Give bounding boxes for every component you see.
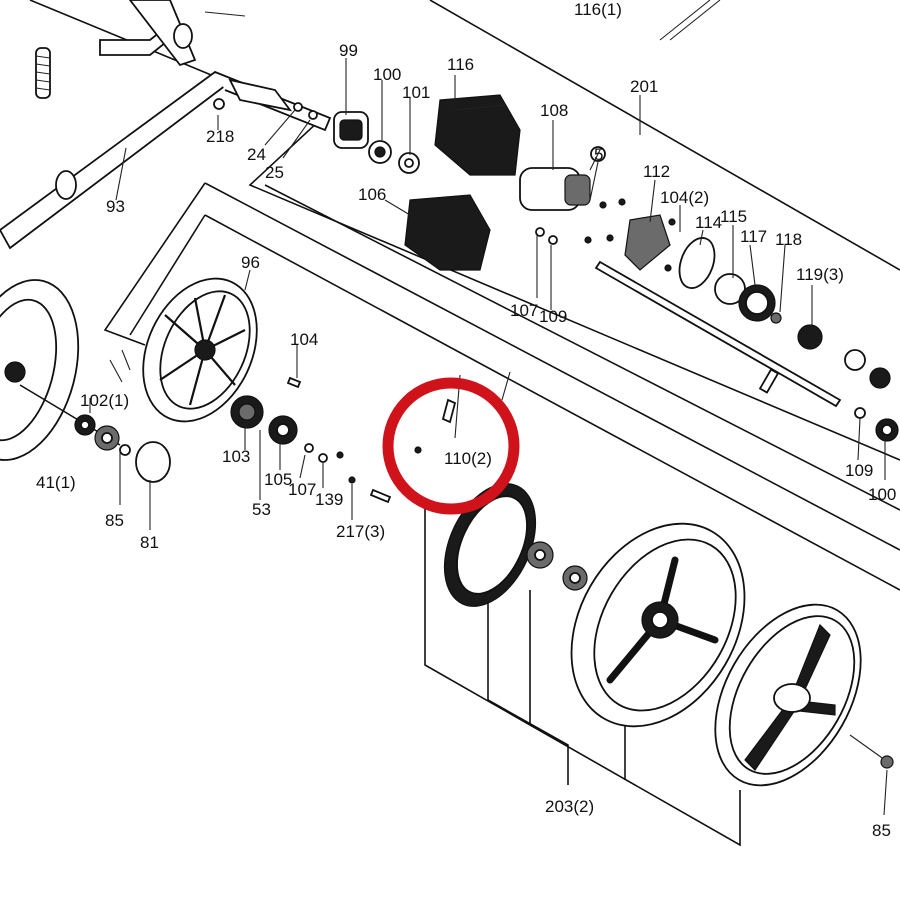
label-217-3: 217(3): [336, 522, 385, 541]
label-218: 218: [206, 127, 234, 146]
label-85-right: 85: [872, 821, 891, 840]
label-201: 201: [630, 77, 658, 96]
label-105: 105: [264, 470, 292, 489]
label-112: 112: [643, 162, 670, 181]
wheel-cover-96: [109, 277, 258, 423]
label-117: 117: [740, 227, 767, 246]
label-110-2: 110(2): [444, 449, 492, 468]
label-96: 96: [241, 253, 260, 272]
label-102-1: 102(1): [80, 391, 129, 410]
label-107-upper: 107: [510, 301, 538, 320]
label-108: 108: [540, 101, 568, 120]
leader-lines: [89, 58, 888, 816]
label-85-left: 85: [105, 511, 124, 530]
label-41-1: 41(1): [36, 473, 76, 492]
label-103: 103: [222, 447, 250, 466]
drive-gear-ring: [443, 483, 588, 607]
label-81: 81: [140, 533, 159, 552]
assembly-frame-lines: [29, 0, 900, 847]
label-107-lower: 107: [288, 480, 316, 499]
label-106: 106: [358, 185, 386, 204]
label-24: 24: [247, 145, 266, 164]
label-25: 25: [265, 163, 284, 182]
left-wheel: [0, 279, 121, 461]
handle-assembly: [0, 0, 721, 250]
hub-small-parts: [74, 414, 171, 483]
label-53: 53: [252, 500, 271, 519]
label-100: 100: [373, 65, 401, 84]
label-116: 116: [447, 55, 474, 74]
label-115: 115: [720, 207, 747, 226]
label-118: 118: [775, 230, 802, 249]
label-109-right: 109: [845, 461, 873, 480]
right-wheel-cover: [714, 603, 894, 787]
label-119-3: 119(3): [796, 265, 844, 284]
label-100-right: 100: [868, 485, 896, 504]
spring-part: [35, 47, 51, 99]
label-104: 104: [290, 330, 318, 349]
right-tire: [570, 522, 746, 728]
highlight-circle: [382, 377, 520, 515]
label-93: 93: [106, 197, 125, 216]
label-5: 5: [594, 145, 603, 164]
label-99: 99: [339, 41, 358, 60]
motor-parts: [333, 94, 899, 442]
label-139: 139: [315, 490, 343, 509]
label-104-2: 104(2): [660, 188, 709, 207]
label-116-1: 116(1): [574, 0, 622, 19]
label-101: 101: [402, 83, 430, 102]
label-114: 114: [695, 213, 722, 232]
part-labels: 116(1) 99 100 101 116 108 201 218 24 25 …: [36, 0, 896, 840]
label-203-2: 203(2): [545, 797, 594, 816]
label-109-upper: 109: [539, 307, 567, 326]
gear-parts: [230, 376, 457, 504]
